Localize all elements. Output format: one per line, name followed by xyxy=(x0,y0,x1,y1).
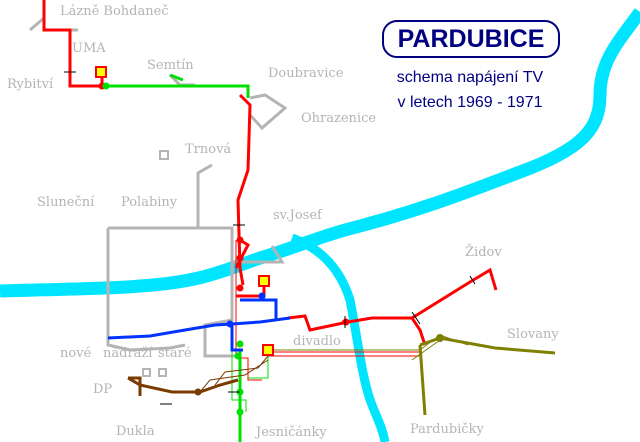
label-rybitvi: Rybitví xyxy=(7,77,54,92)
street-network xyxy=(29,14,288,358)
label-slovany: Slovany xyxy=(507,327,559,342)
junction-blue-2 xyxy=(226,320,234,328)
label-slunecni: Sluneční xyxy=(37,195,95,210)
junction-centre-1 xyxy=(236,340,244,348)
label-jesnicanky: Jesničánky xyxy=(254,425,327,440)
chrudimka-river xyxy=(290,233,390,442)
junction-river xyxy=(342,318,350,326)
substation-divadlo xyxy=(262,344,274,356)
junction-slovany xyxy=(436,334,444,342)
junction-polabiny-2 xyxy=(236,254,244,262)
brown-thin-lines xyxy=(199,355,269,393)
green-feeder-line xyxy=(102,73,250,442)
label-nove: nové xyxy=(60,346,92,361)
depot-marker-2 xyxy=(158,368,167,377)
map-title: PARDUBICE xyxy=(398,25,545,53)
blue-feeder-line xyxy=(107,298,291,352)
junction-blue-1 xyxy=(258,292,266,300)
depot-marker-1 xyxy=(142,368,151,377)
title-frame xyxy=(382,20,560,58)
label-sv-josef: sv.Josef xyxy=(273,208,323,223)
olive-feeder-line xyxy=(418,336,556,416)
substation-trnova-marker xyxy=(159,150,169,160)
label-semtin: Semtín xyxy=(147,58,194,73)
map-subtitle-1: schema napájení TV xyxy=(397,69,544,86)
junction-jesnicanky-2 xyxy=(236,408,244,416)
section-breaks xyxy=(64,71,476,405)
label-dukla: Dukla xyxy=(116,424,155,439)
junction-polabiny-3 xyxy=(236,284,244,292)
label-trnova: Trnová xyxy=(185,142,231,157)
brown-feeder-line xyxy=(127,376,239,396)
junction-centre-2 xyxy=(234,352,242,360)
label-nadrazi: nádraží xyxy=(103,346,153,361)
substation-uma xyxy=(95,66,107,78)
map-subtitle-2: v letech 1969 - 1971 xyxy=(398,94,543,111)
junction-semtin xyxy=(102,82,110,90)
label-stare: staré xyxy=(158,346,192,361)
label-uma: UMA xyxy=(72,41,106,56)
label-zidov: Židov xyxy=(465,244,502,260)
label-dp: DP xyxy=(93,382,112,397)
green-thin-lines xyxy=(231,350,269,412)
label-doubravice: Doubravice xyxy=(268,66,344,81)
label-divadlo: divadlo xyxy=(293,334,341,349)
label-pardubicky: Pardubičky xyxy=(410,422,484,437)
substation-polabiny xyxy=(258,275,270,287)
label-polabiny: Polabiny xyxy=(121,195,178,210)
label-lazne-bohdanec: Lázně Bohdaneč xyxy=(60,4,169,19)
label-ohrazenice: Ohrazenice xyxy=(301,111,376,126)
junction-dp xyxy=(194,388,202,396)
red-thin-lines xyxy=(235,240,420,381)
elbe-river xyxy=(0,8,640,298)
junction-polabiny-1 xyxy=(236,236,244,244)
